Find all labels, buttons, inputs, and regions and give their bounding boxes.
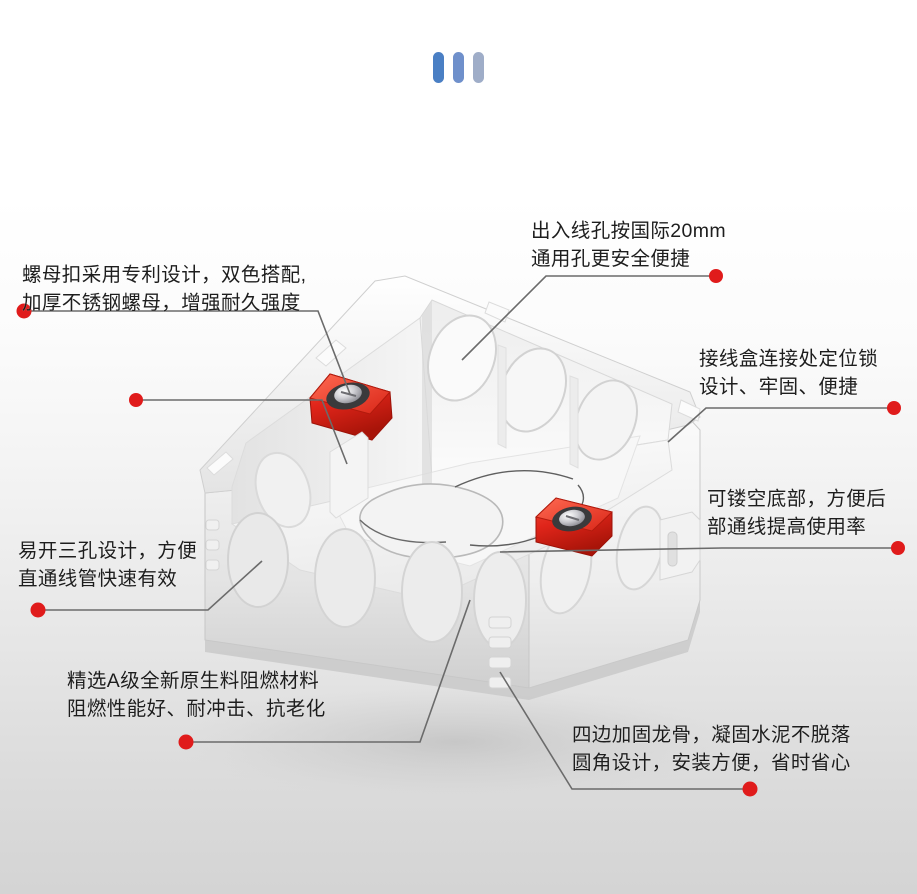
callout-nut-line-1: 螺母扣采用专利设计，双色搭配,: [22, 264, 307, 286]
knockout-holes-left: [254, 451, 312, 529]
logo-bar-2: [453, 52, 464, 83]
floor-knockout-arc-2: [454, 469, 574, 488]
callout-hollow-bottom: 可镂空底部，方便后 部通线提高使用率: [707, 486, 886, 541]
callout-threehole-line-1: 易开三孔设计，方便: [18, 540, 198, 562]
back-wall-ribs: [497, 344, 579, 469]
marker-nut: [16, 303, 32, 319]
callout-hollow-line-1: 可镂空底部，方便后: [707, 488, 887, 510]
marker-threehole: [30, 602, 46, 618]
logo-bar-3: [473, 52, 484, 83]
front-knockout-1: [227, 512, 289, 608]
floor-knockout-arc-1: [359, 483, 504, 560]
product-shadow: [175, 684, 735, 800]
callout-keel-line-2: 圆角设计，安装方便，省时省心: [572, 751, 851, 774]
three-hole-post: [329, 431, 369, 519]
knockout-holes-back: [427, 314, 638, 461]
marker-material: [178, 734, 194, 750]
callout-hole-line-2: 通用孔更安全便捷: [531, 247, 691, 270]
callout-reinforced-keel: 四边加固龙骨，凝固水泥不脱落 圆角设计，安装方便，省时省心: [572, 722, 851, 777]
callout-hollow-line-2: 部通线提高使用率: [707, 515, 867, 538]
leader-line-nut: [24, 310, 351, 395]
knockout-hole-left-1: [254, 451, 312, 529]
left-edge-keel: [205, 519, 220, 571]
screw-slot-left: [340, 391, 357, 397]
screw-slot-right: [565, 515, 580, 521]
callout-flame-retardant-material: 精选A级全新原生料阻燃材料 阻燃性能好、耐冲击、抗老化: [67, 668, 326, 723]
front-knockout-4: [473, 551, 527, 649]
callout-lock-line-2: 设计、牢固、便捷: [699, 375, 859, 398]
leader-line-keel: [499, 671, 750, 790]
red-nut-holder-right: [534, 497, 614, 557]
callout-lock-line-1: 接线盒连接处定位锁: [699, 348, 879, 370]
marker-hollow: [891, 541, 905, 555]
leader-line-hole: [461, 275, 716, 361]
reinforced-keel-teeth: [488, 616, 512, 689]
leader-line-lock: [667, 407, 894, 443]
box-bottom-edge: [205, 600, 700, 700]
callout-threehole-line-2: 直通线管快速有效: [18, 567, 178, 590]
side-mount-tab: [659, 511, 701, 581]
leader-line-posthole: [136, 399, 348, 465]
floor-knockouts: [359, 469, 585, 560]
callout-hole-line-1: 出入线孔按国际20mm: [531, 220, 727, 242]
leader-line-threehole: [38, 560, 263, 611]
leader-lines: [24, 275, 898, 790]
leader-line-hollow: [499, 547, 898, 553]
junction-box: [199, 275, 701, 700]
leader-line-material: [186, 599, 471, 743]
callout-material-line-1: 精选A级全新原生料阻燃材料: [67, 670, 320, 692]
callout-nut-design: 螺母扣采用专利设计，双色搭配, 加厚不锈钢螺母，增强耐久强度: [22, 262, 306, 317]
marker-posthole: [129, 393, 143, 407]
rim-lugs: [206, 301, 701, 476]
callout-three-hole-design: 易开三孔设计，方便 直通线管快速有效: [18, 538, 197, 593]
leader-markers: [16, 269, 905, 797]
callout-wire-hole: 出入线孔按国际20mm 通用孔更安全便捷: [531, 218, 726, 273]
callout-nut-line-2: 加厚不锈钢螺母，增强耐久强度: [22, 291, 301, 314]
marker-lock: [887, 401, 901, 415]
marker-keel: [742, 781, 758, 797]
callout-keel-line-1: 四边加固龙骨，凝固水泥不脱落: [572, 724, 851, 746]
front-knockout-3: [401, 541, 463, 643]
marker-hole: [709, 269, 723, 283]
knockout-hole-3: [574, 379, 638, 461]
front-knockout-2: [314, 528, 376, 628]
front-left-knockouts: [227, 512, 527, 649]
callout-material-line-2: 阻燃性能好、耐冲击、抗老化: [67, 697, 326, 720]
knockout-hole-1: [427, 314, 497, 402]
callout-positioning-lock: 接线盒连接处定位锁 设计、牢固、便捷: [699, 346, 878, 401]
three-bars-logo: [0, 52, 917, 83]
logo-bar-1: [433, 52, 444, 83]
